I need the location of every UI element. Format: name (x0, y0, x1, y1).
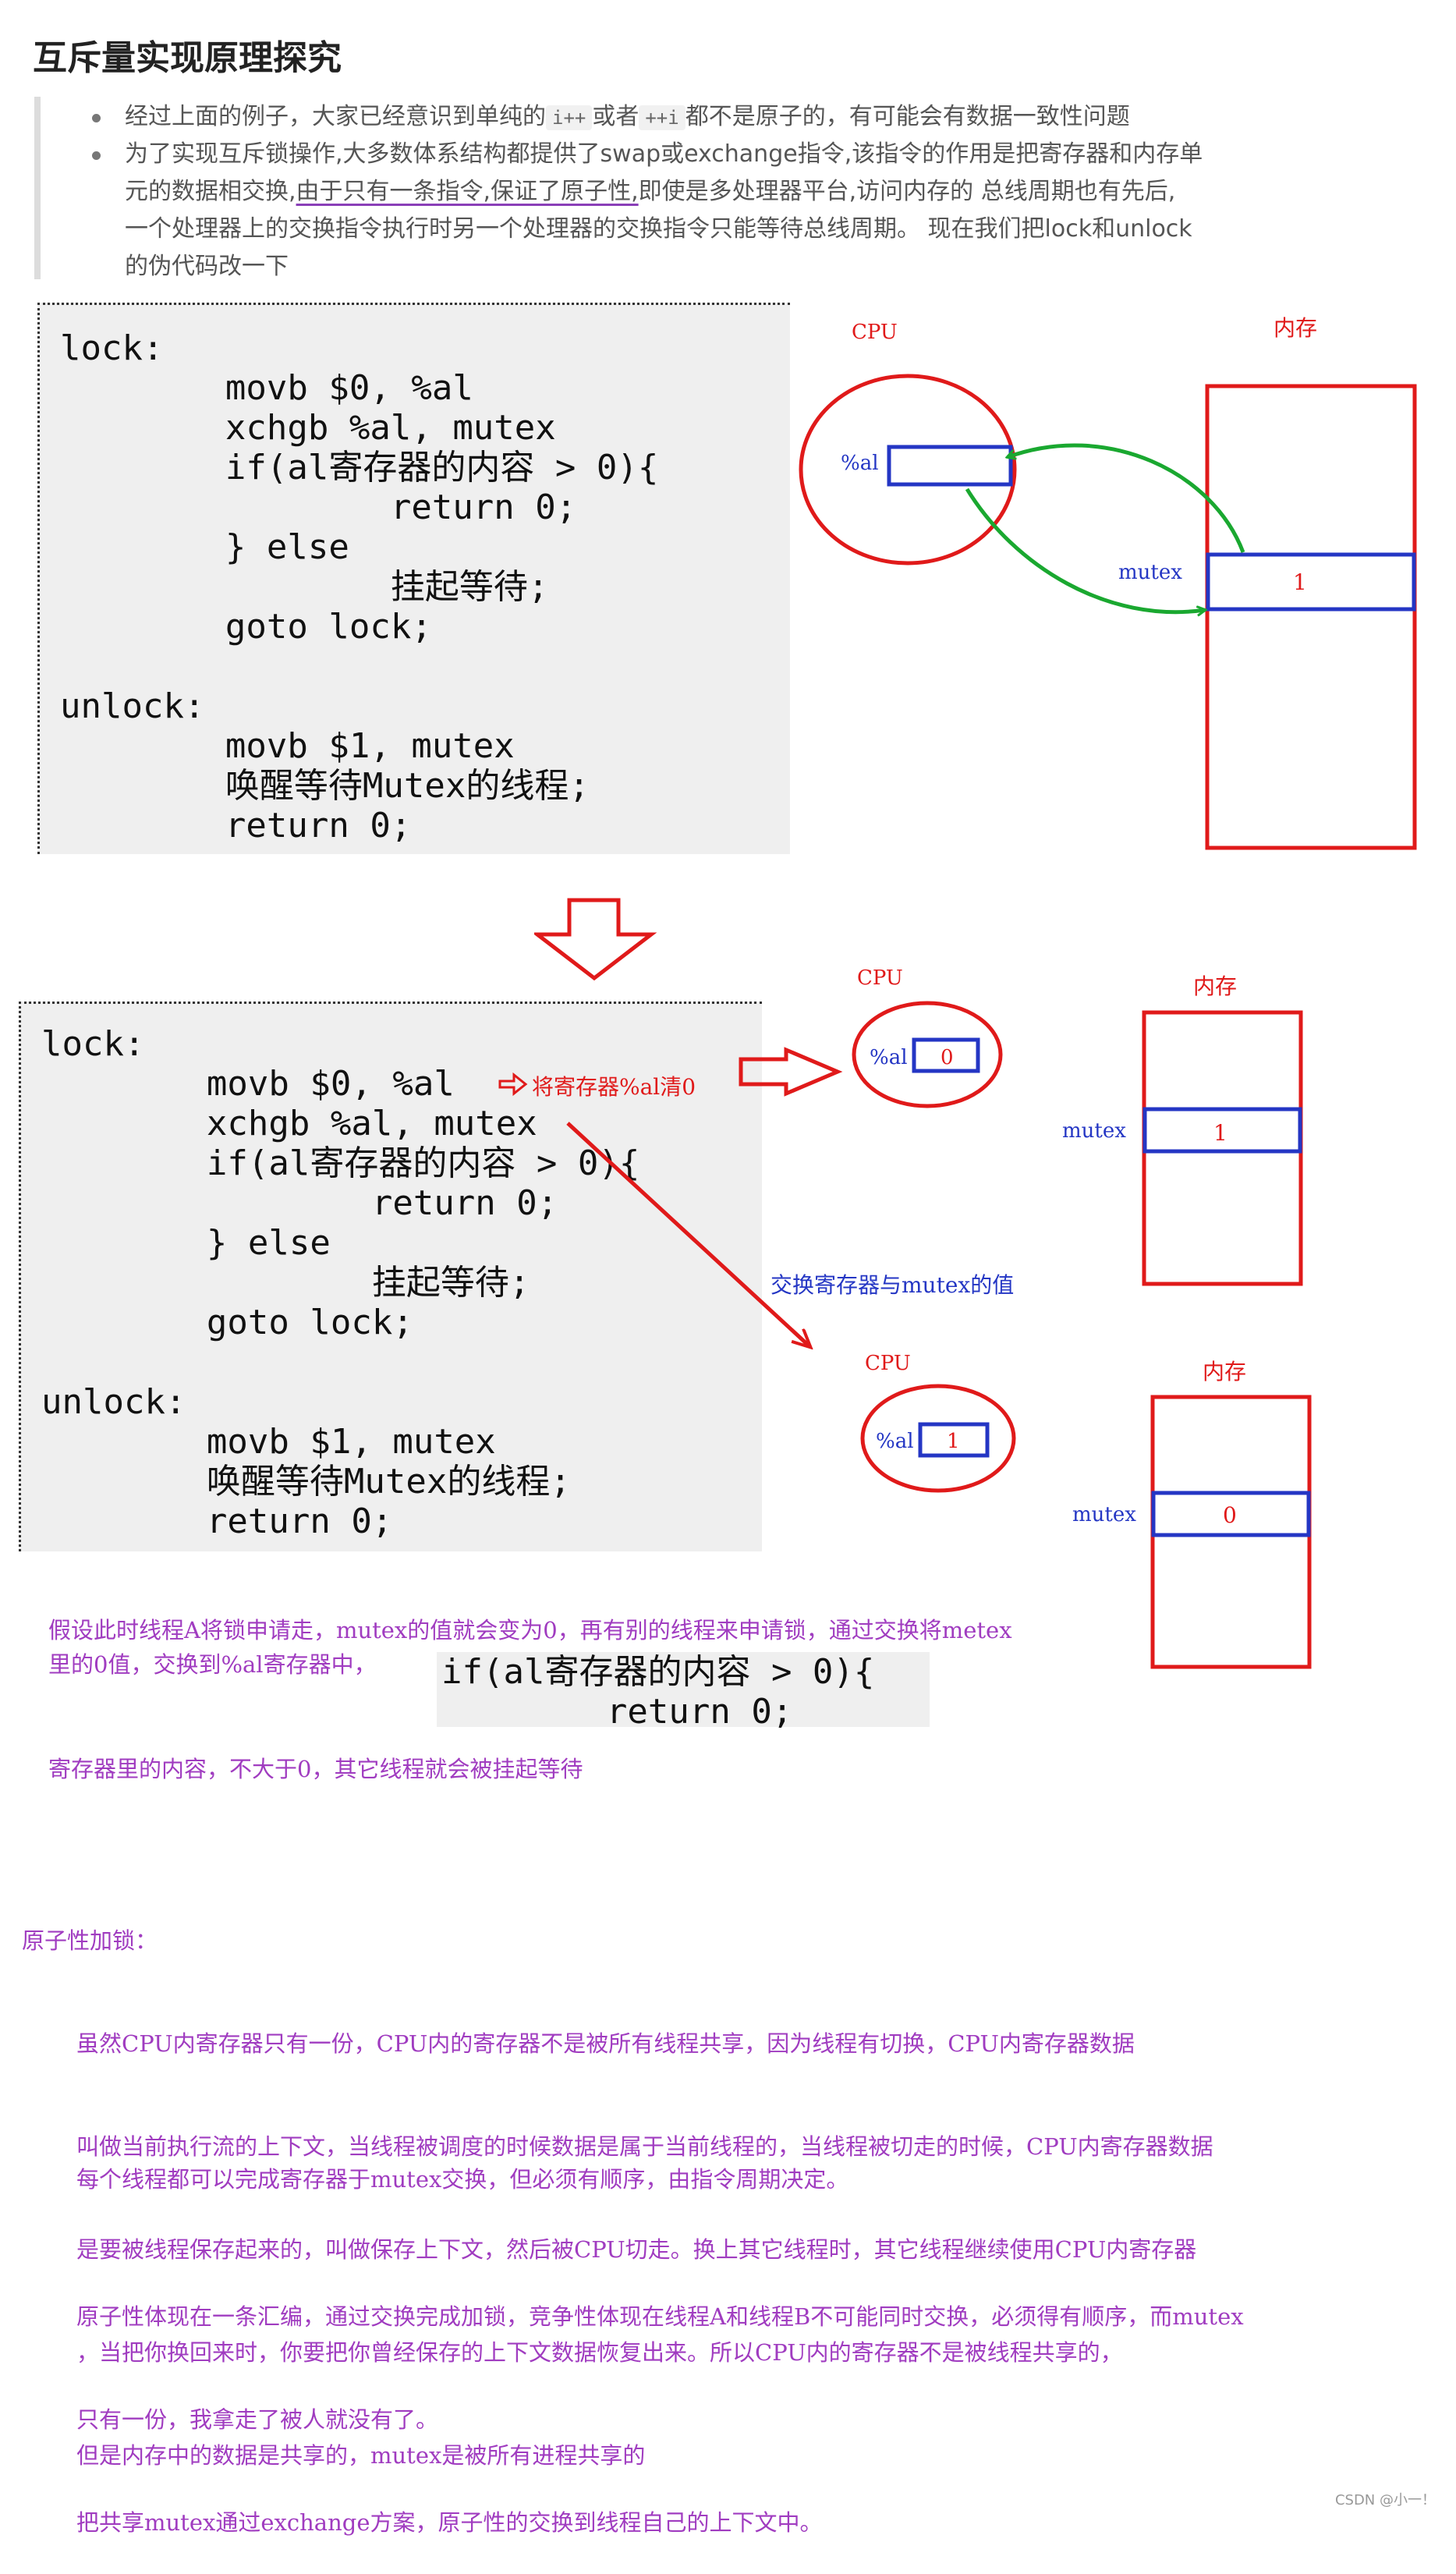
memory-box (1205, 384, 1417, 850)
register-label: %al (841, 452, 879, 475)
bullet-item-2: 为了实现互斥锁操作,大多数体系结构都提供了swap或exchange指令,该指令… (92, 136, 1224, 285)
memory-box-3 (1150, 1395, 1312, 1669)
explain-line-1: 假设此时线程A将锁申请走，mutex的值就会变为0，再有别的线程来申请锁，通过交… (48, 1617, 1012, 1643)
cpu-label-2: CPU (857, 966, 903, 990)
cpu-ellipse-2 (852, 1001, 1003, 1108)
atomic-line: ，当把你换回来时，你要把你曾经保存的上下文数据恢复出来。所以CPU内的寄存器不是… (76, 2339, 1123, 2366)
atomic-line: 叫做当前执行流的上下文，当线程被调度的时候数据是属于当前线程的，当线程被切走的时… (76, 2133, 1213, 2160)
pseudo-code: if(al寄存器的内容 > 0){ return 0; (441, 1652, 875, 1732)
atomic-paragraph-1: 虽然CPU内寄存器只有一份，CPU内的寄存器不是被所有线程共享，因为线程有切换，… (76, 1958, 1213, 2507)
pseudo-code: lock: movb $0, %al xchgb %al, mutex if(a… (41, 1024, 639, 1541)
atomic-line: 把共享mutex通过exchange方案，原子性的交换到线程自己的上下文中。 (76, 2509, 823, 2536)
atomic-line: 是要被线程保存起来的，叫做保存上下文，然后被CPU切走。换上其它线程时，其它线程… (76, 2236, 1197, 2263)
atomic-line: 但是内存中的数据是共享的，mutex是被所有进程共享的 (76, 2442, 646, 2469)
bullet-text: 为了实现互斥锁操作,大多数体系结构都提供了swap或exchange指令,该指令… (125, 140, 1203, 168)
register-box-2 (912, 1037, 980, 1073)
atomic-line: 原子性体现在一条汇编，通过交换完成加锁，竞争性体现在线程A和线程B不可能同时交换… (76, 2303, 1244, 2330)
footer-watermark: CSDN @小一！ (1334, 2492, 1436, 2508)
atomic-line: 虽然CPU内寄存器只有一份，CPU内的寄存器不是被所有线程共享，因为线程有切换，… (76, 2030, 1135, 2057)
inline-code: i++ (546, 105, 593, 130)
register-label-2: %al (870, 1046, 908, 1069)
atomic-line: 只有一份，我拿走了被人就没有了。 (76, 2406, 439, 2433)
down-arrow-icon (534, 898, 657, 981)
diagram-1: CPU %al 内存 mutex 1 (799, 315, 1417, 850)
register-value-3: 1 (947, 1430, 960, 1453)
bullet-text: 或者 (592, 103, 639, 130)
memory-box-2 (1142, 1010, 1303, 1286)
atomic-paragraph-3: 原子性体现在一条汇编，通过交换完成加锁，竞争性体现在线程A和线程B不可能同时交换… (76, 2231, 1244, 2574)
arrow-register-to-memory (965, 488, 1205, 612)
code-block-2: lock: movb $0, %al xchgb %al, mutex if(a… (19, 1002, 762, 1551)
underlined-text: 由于只有一条指令,保证了原子性, (296, 178, 639, 205)
blockquote (34, 97, 1210, 279)
bullet-text: 的伪代码改一下 (125, 253, 289, 280)
pseudo-code: lock: movb $0, %al xchgb %al, mutex if(a… (60, 328, 659, 846)
mutex-cell (1206, 552, 1416, 612)
mutex-value-2: 1 (1213, 1120, 1228, 1146)
bullet-text: 即使是多处理器平台,访问内存的 总线周期也有先后, (638, 178, 1176, 205)
inline-code: ++i (639, 105, 685, 130)
arrow-to-step3 (566, 1122, 809, 1346)
explain-line-3: 寄存器里的内容，不大于0，其它线程就会被挂起等待 (48, 1756, 583, 1782)
bullet-dot (92, 151, 101, 160)
register-box (887, 445, 1013, 487)
bullet-text: 元的数据相交换, (125, 178, 296, 205)
explain-line-2: 里的0值，交换到%al寄存器中， (48, 1651, 377, 1678)
code-block-1: lock: movb $0, %al xchgb %al, mutex if(a… (37, 303, 790, 854)
cpu-ellipse (799, 374, 1017, 566)
mutex-value: 1 (1293, 569, 1307, 595)
mutex-label-2: mutex (1062, 1119, 1126, 1143)
bullet-text: 经过上面的例子，大家已经意识到单纯的 (125, 103, 546, 130)
arrow-memory-to-register (1008, 443, 1245, 553)
memory-label-2: 内存 (1193, 973, 1237, 999)
hollow-arrow-icon (739, 1047, 843, 1097)
register-label-3: %al (876, 1430, 914, 1453)
swap-note: 交换寄存器与mutex的值 (771, 1272, 1015, 1298)
bullet-text: 一个处理器上的交换指令执行时另一个处理器的交换指令只能等待总线周期。 现在我们把… (125, 215, 1192, 243)
mutex-cell-2 (1142, 1107, 1302, 1154)
memory-label-3: 内存 (1203, 1359, 1246, 1384)
atomic-title: 原子性加锁： (22, 1927, 158, 1954)
mutex-label-3: mutex (1072, 1503, 1136, 1526)
atomic-paragraph-2: 每个线程都可以完成寄存器于mutex交换，但必须有顺序，由指令周期决定。 (76, 2166, 849, 2193)
small-arrow-icon (498, 1072, 528, 1097)
code-block-3: if(al寄存器的内容 > 0){ return 0; (437, 1652, 930, 1732)
mutex-value-3: 0 (1223, 1502, 1237, 1528)
bullet-text: 都不是原子的，有可能会有数据一致性问题 (685, 103, 1130, 130)
register-box-3 (918, 1422, 990, 1458)
mutex-cell-3 (1151, 1491, 1311, 1537)
cpu-ellipse-3 (860, 1384, 1016, 1493)
bullet-dot (92, 114, 101, 122)
register-value-2: 0 (941, 1046, 954, 1069)
page-title: 互斥量实现原理探究 (33, 38, 342, 78)
mutex-label: mutex (1118, 561, 1182, 584)
clear-al-note: 将寄存器%al清0 (532, 1074, 696, 1100)
cpu-label-3: CPU (865, 1352, 911, 1375)
cpu-label: CPU (852, 321, 898, 344)
exchange-diagram: CPU %al 0 内存 mutex 1 CPU %al 1 内存 mutex … (498, 966, 1312, 1669)
memory-label: 内存 (1274, 315, 1317, 341)
